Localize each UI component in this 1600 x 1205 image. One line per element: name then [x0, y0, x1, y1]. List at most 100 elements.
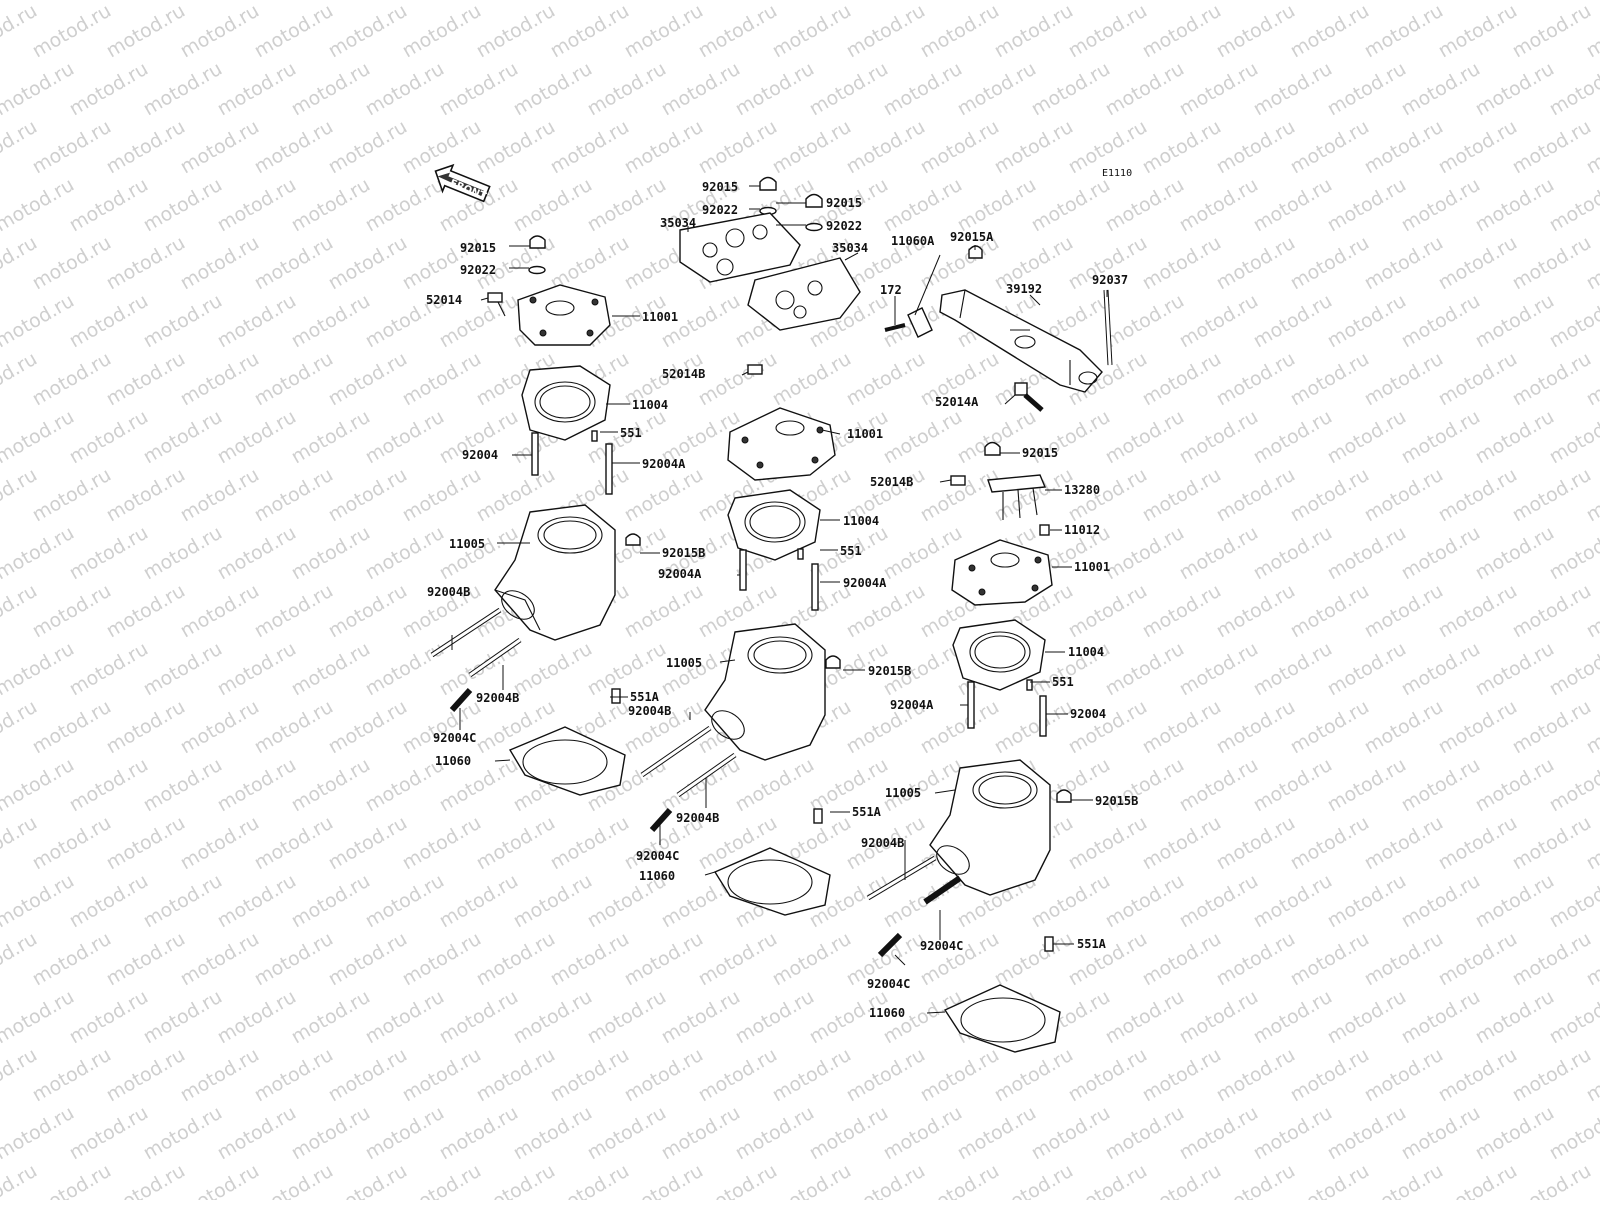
callout-label: 551A	[630, 690, 660, 704]
watermark-text: motod.ru	[991, 1160, 1077, 1200]
watermark-text: motod.ru	[769, 0, 855, 62]
watermark-text: motod.ru	[29, 580, 115, 643]
watermark-text: motod.ru	[769, 116, 855, 179]
watermark-text: motod.ru	[1213, 464, 1299, 527]
watermark-text: motod.ru	[1472, 406, 1558, 469]
watermark-text: motod.ru	[436, 1102, 522, 1165]
watermark-text: motod.ru	[29, 0, 115, 62]
dowel-pin	[592, 431, 597, 441]
watermark-text: motod.ru	[1546, 290, 1600, 353]
watermark-text: motod.ru	[1398, 0, 1484, 4]
callout-label: 92004A	[658, 567, 702, 581]
bleed-screw	[748, 365, 762, 374]
watermark-text: motod.ru	[288, 406, 374, 469]
watermark-text: motod.ru	[0, 290, 78, 353]
callout-label: 92004A	[843, 576, 887, 590]
watermark-text: motod.ru	[991, 928, 1077, 991]
watermark-text: motod.ru	[880, 406, 966, 469]
callout-label: 92004B	[676, 811, 719, 825]
watermark-text: motod.ru	[436, 986, 522, 1049]
watermark-text: motod.ru	[0, 986, 78, 1049]
watermark-text: motod.ru	[1028, 1102, 1114, 1165]
watermark-text: motod.ru	[769, 348, 855, 411]
watermark-text: motod.ru	[29, 1160, 115, 1200]
watermark-text: motod.ru	[1213, 0, 1299, 62]
watermark-text: motod.ru	[1546, 870, 1600, 933]
callout-label: 92022	[702, 203, 738, 217]
watermark-text: motod.ru	[473, 1160, 559, 1200]
bleed-screw	[951, 476, 965, 485]
watermark-text: motod.ru	[584, 0, 670, 4]
watermark-text: motod.ru	[843, 1044, 929, 1107]
watermark-text: motod.ru	[1546, 0, 1600, 4]
watermark-text: motod.ru	[1324, 290, 1410, 353]
callout-label: 92004C	[636, 849, 679, 863]
watermark-text: motod.ru	[29, 116, 115, 179]
watermark-text: motod.ru	[1435, 464, 1521, 527]
callout-label: 11005	[449, 537, 485, 551]
watermark-text: motod.ru	[843, 348, 929, 411]
watermark-text: motod.ru	[251, 1044, 337, 1107]
callout-label: 11005	[885, 786, 921, 800]
watermark-text: motod.ru	[1139, 348, 1225, 411]
dowel-pin	[1045, 937, 1053, 951]
watermark-text: motod.ru	[1324, 0, 1410, 4]
watermark-text: motod.ru	[251, 464, 337, 527]
watermark-text: motod.ru	[325, 348, 411, 411]
callout-label: 11004	[632, 398, 668, 412]
watermark-text: motod.ru	[0, 638, 78, 701]
watermark-text: motod.ru	[140, 986, 226, 1049]
watermark-text: motod.ru	[1028, 870, 1114, 933]
watermark-text: motod.ru	[177, 232, 263, 295]
watermark-text: motod.ru	[880, 0, 966, 4]
watermark-text: motod.ru	[66, 638, 152, 701]
watermark-text: motod.ru	[177, 348, 263, 411]
watermark-text: motod.ru	[1324, 638, 1410, 701]
callout-label: 11060	[869, 1006, 905, 1020]
watermark-text: motod.ru	[1287, 0, 1373, 62]
watermark-text: motod.ru	[732, 1102, 818, 1165]
watermark-text: motod.ru	[325, 232, 411, 295]
callout-label: 92015	[702, 180, 738, 194]
watermark-text: motod.ru	[399, 0, 485, 62]
watermark-text: motod.ru	[1546, 638, 1600, 701]
watermark-text: motod.ru	[1213, 1044, 1299, 1107]
watermark-text: motod.ru	[29, 464, 115, 527]
watermark-text: motod.ru	[1509, 580, 1595, 643]
watermark-text: motod.ru	[1546, 986, 1600, 1049]
watermark-text: motod.ru	[66, 754, 152, 817]
watermark-text: motod.ru	[1398, 174, 1484, 237]
cap-nut	[826, 656, 840, 668]
watermark-text: motod.ru	[1509, 348, 1595, 411]
watermark-text: motod.ru	[1287, 464, 1373, 527]
callout-label: 551	[840, 544, 862, 558]
watermark-text: motod.ru	[1435, 232, 1521, 295]
watermark-text: motod.ru	[1250, 522, 1336, 585]
watermark-text: motod.ru	[1324, 986, 1410, 1049]
watermark-text: motod.ru	[66, 0, 152, 4]
watermark-text: motod.ru	[1213, 696, 1299, 759]
watermark-text: motod.ru	[251, 928, 337, 991]
watermark-text: motod.ru	[1472, 1102, 1558, 1165]
watermark-text: motod.ru	[1139, 928, 1225, 991]
watermark-text: motod.ru	[251, 1160, 337, 1200]
watermark-text: motod.ru	[1361, 928, 1447, 991]
watermark-text: motod.ru	[0, 58, 78, 121]
callout-label: 35034	[832, 241, 868, 255]
watermark-text: motod.ru	[547, 928, 633, 991]
watermark-text: motod.ru	[1435, 116, 1521, 179]
watermark-text: motod.ru	[1509, 232, 1595, 295]
watermark-text: motod.ru	[140, 522, 226, 585]
callout-label: 11005	[666, 656, 702, 670]
watermark-text: motod.ru	[103, 0, 189, 62]
watermark-text: motod.ru	[362, 406, 448, 469]
watermark-text: motod.ru	[1509, 1160, 1595, 1200]
watermark-text: motod.ru	[1361, 580, 1447, 643]
callout-label: 35034	[660, 216, 696, 230]
watermark-text: motod.ru	[547, 116, 633, 179]
watermark-text: motod.ru	[1102, 0, 1188, 4]
watermark-text: motod.ru	[251, 696, 337, 759]
watermark-text: motod.ru	[362, 174, 448, 237]
watermark-text: motod.ru	[510, 1102, 596, 1165]
